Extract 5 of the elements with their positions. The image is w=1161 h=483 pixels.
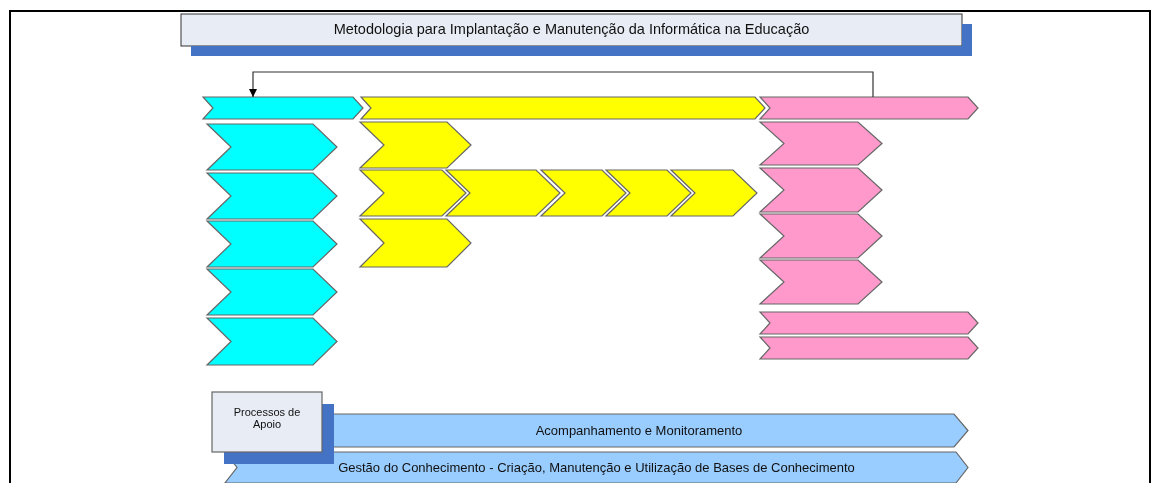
band-label: Acompanhamento e Monitoramento: [534, 422, 744, 438]
feedback-arrow: [248, 71, 874, 98]
diagram-title: Metodologia para Implantação e Manutenção da Informática na Educação: [332, 21, 811, 37]
band-label: Gestão do Conhecimento - Criação, Manutenção e Utilização de Bases de Conhecimento: [337, 459, 856, 475]
box-label: Processos de Apoio: [232, 406, 302, 430]
